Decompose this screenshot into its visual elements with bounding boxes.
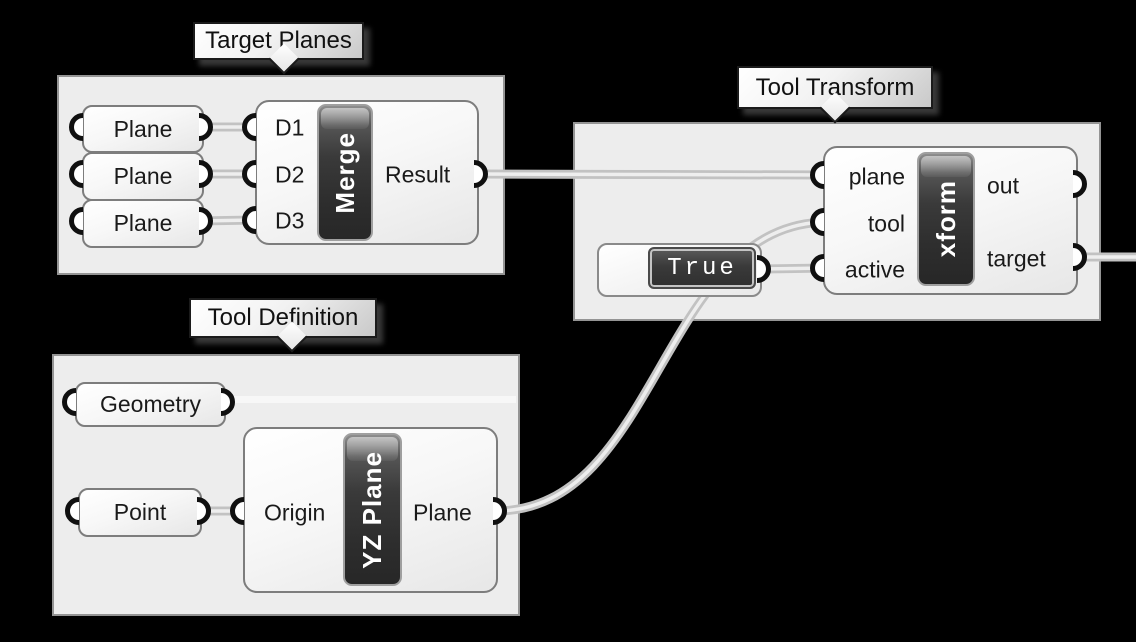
param-plane-3-label: Plane — [113, 210, 173, 236]
connector-plane3-out[interactable] — [199, 207, 213, 235]
connector-merge-d2[interactable] — [242, 160, 256, 188]
param-plane-2[interactable]: Plane — [82, 152, 204, 201]
connector-plane2-out[interactable] — [199, 160, 213, 188]
connector-xform-plane[interactable] — [810, 161, 824, 189]
component-yz-plane[interactable]: Origin Plane YZ Plane — [243, 427, 498, 593]
connector-plane3-in[interactable] — [69, 207, 83, 235]
connector-xform-active[interactable] — [810, 254, 824, 282]
component-merge[interactable]: D1 D2 D3 Result Merge — [255, 100, 479, 245]
param-plane-2-label: Plane — [113, 163, 173, 189]
xform-input-tool-label: tool — [867, 210, 905, 237]
wire-yzplane-tool[interactable] — [491, 217, 833, 516]
xform-output-target-label: target — [987, 245, 1046, 272]
merge-input-d3-label: D3 — [275, 207, 305, 234]
connector-true-out[interactable] — [757, 255, 771, 283]
connector-merge-result[interactable] — [474, 160, 488, 188]
param-geometry[interactable]: Geometry — [75, 382, 226, 427]
connector-plane1-in[interactable] — [69, 113, 83, 141]
xform-input-plane-label: plane — [848, 163, 905, 190]
connector-plane2-in[interactable] — [69, 160, 83, 188]
connector-merge-d3[interactable] — [242, 206, 256, 234]
xform-name-capsule[interactable]: xform — [917, 152, 975, 286]
param-point[interactable]: Point — [78, 488, 202, 537]
connector-yzplane-origin[interactable] — [230, 497, 244, 525]
group-label-target-planes[interactable]: Target Planes — [193, 22, 364, 75]
xform-input-active-label: active — [844, 256, 905, 283]
merge-name-capsule[interactable]: Merge — [317, 104, 373, 241]
connector-merge-d1[interactable] — [242, 113, 256, 141]
gloss — [921, 156, 971, 177]
connector-yzplane-plane[interactable] — [493, 497, 507, 525]
connector-geometry-out[interactable] — [221, 388, 235, 416]
merge-input-d1-label: D1 — [275, 114, 305, 141]
yzplane-output-plane-label: Plane — [413, 499, 472, 526]
wire-result-plane[interactable] — [476, 169, 833, 180]
yzplane-name: YZ Plane — [357, 450, 387, 569]
connector-xform-out[interactable] — [1073, 170, 1087, 198]
merge-name: Merge — [329, 131, 360, 214]
connector-point-out[interactable] — [197, 497, 211, 525]
yzplane-input-origin-label: Origin — [264, 499, 326, 526]
param-geometry-label: Geometry — [100, 391, 201, 417]
param-plane-3[interactable]: Plane — [82, 199, 204, 248]
connector-xform-target[interactable] — [1073, 243, 1087, 271]
connector-xform-tool[interactable] — [810, 208, 824, 236]
gloss — [321, 108, 369, 130]
param-plane-1-label: Plane — [113, 115, 173, 142]
param-plane-1[interactable]: Plane — [82, 105, 204, 153]
merge-output-result-label: Result — [385, 161, 451, 188]
connector-point-in[interactable] — [65, 497, 79, 525]
group-label-tool-transform[interactable]: Tool Transform — [737, 66, 933, 124]
gloss — [347, 437, 398, 461]
yzplane-name-capsule[interactable]: YZ Plane — [343, 433, 402, 586]
merge-input-d2-label: D2 — [275, 161, 305, 188]
xform-name: xform — [930, 180, 961, 258]
param-point-label: Point — [113, 499, 167, 525]
connector-geometry-in[interactable] — [62, 388, 76, 416]
boolean-toggle[interactable]: True — [597, 243, 762, 297]
boolean-toggle-value[interactable]: True — [648, 247, 756, 289]
xform-output-out-label: out — [987, 172, 1019, 199]
group-label-tool-definition-text: Tool Definition — [207, 304, 359, 331]
group-label-tool-definition[interactable]: Tool Definition — [189, 298, 377, 353]
connector-plane1-out[interactable] — [199, 113, 213, 141]
component-xform[interactable]: plane tool active out target xform — [823, 146, 1078, 295]
geometry-faint-wire — [228, 396, 516, 403]
